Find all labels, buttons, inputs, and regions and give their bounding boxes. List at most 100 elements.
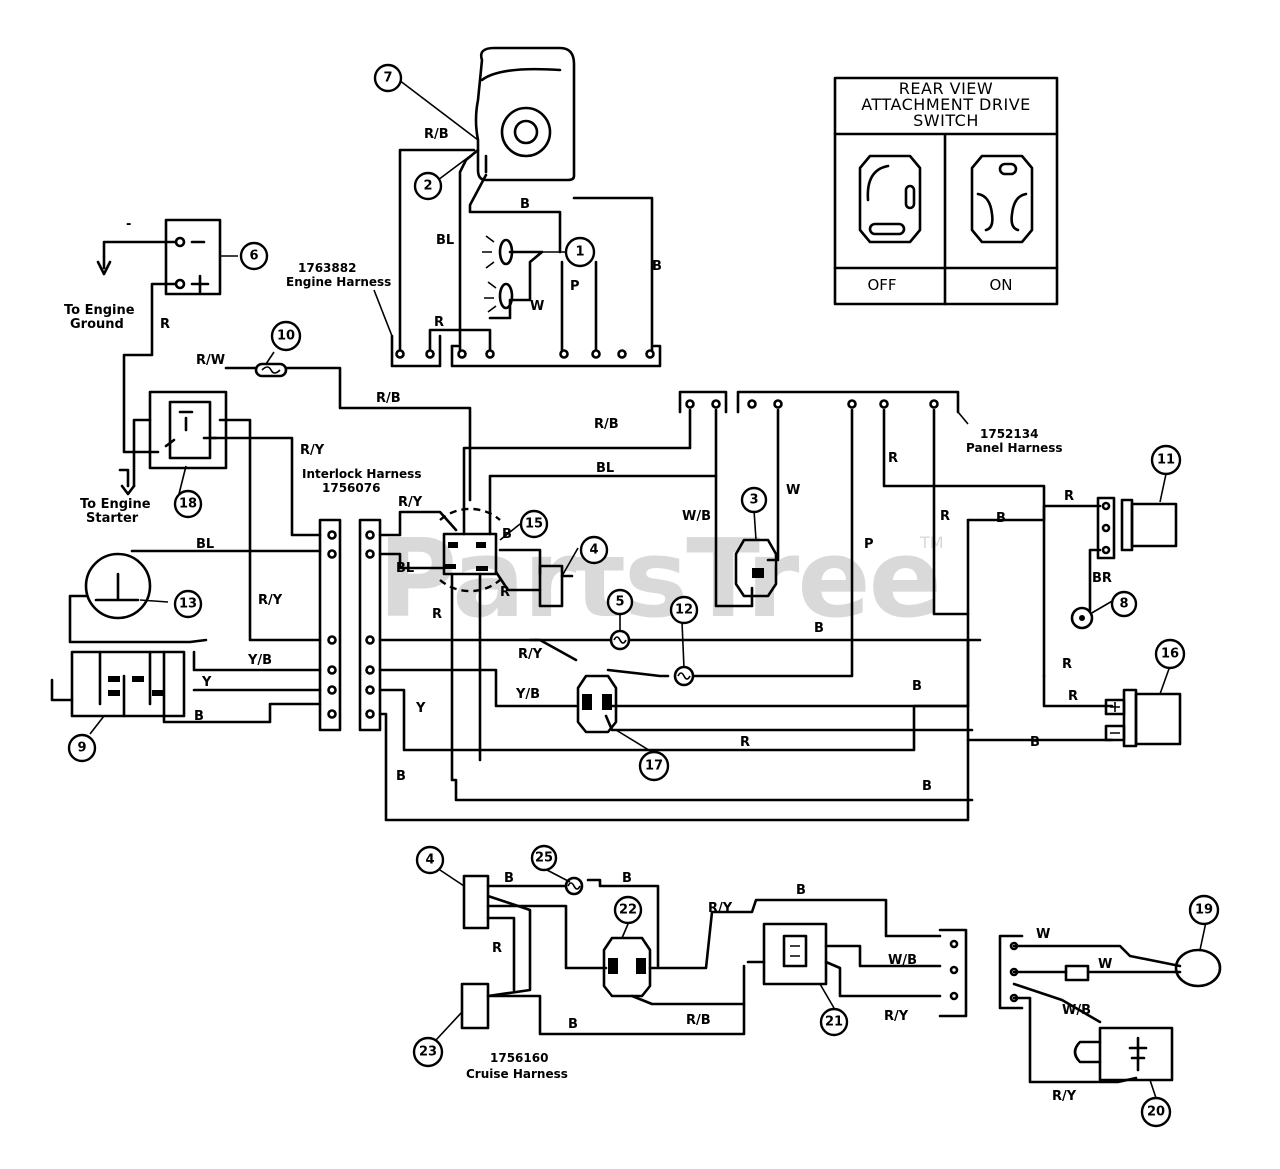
panel-harness-number: 1752134 — [980, 427, 1038, 441]
wire-label: B — [396, 769, 406, 784]
callout-4: 4 — [589, 543, 598, 558]
wire-label: R/Y — [258, 593, 283, 608]
wire-label: BL — [596, 461, 614, 476]
pto-switch — [50, 650, 322, 724]
panel-harness-connector — [678, 390, 969, 425]
wire-label: BL — [196, 537, 214, 552]
wire-label: W — [1098, 957, 1112, 972]
switch-box-title-3: SWITCH — [913, 111, 979, 130]
engine-starter-note-1: To Engine — [80, 497, 151, 512]
callout-3: 3 — [749, 493, 758, 508]
wire-label: Y/B — [247, 653, 272, 668]
module-4-top — [538, 564, 574, 608]
watermark: PartsTree TM — [378, 517, 944, 642]
module-11 — [1096, 496, 1178, 560]
switch-box-title-1: REAR VIEW — [899, 79, 993, 98]
connector-17 — [576, 674, 618, 734]
callout-22: 22 — [619, 903, 637, 918]
wire-label: R/B — [686, 1013, 711, 1028]
wire-label: R — [888, 451, 898, 466]
wire-label: B — [568, 1017, 578, 1032]
wire-label: B — [502, 527, 512, 542]
starter-solenoid: To Engine Starter — [80, 390, 228, 526]
callout-21: 21 — [825, 1015, 843, 1030]
wire-label: W/B — [1062, 1003, 1091, 1018]
callout-10: 10 — [277, 329, 295, 344]
wire-label: R — [1062, 657, 1072, 672]
callout-4-cruise: 4 — [425, 853, 434, 868]
callout-12: 12 — [675, 603, 693, 618]
interlock-harness-number: 1756076 — [322, 481, 380, 495]
wire-label: R — [1068, 689, 1078, 704]
relay-3 — [734, 538, 778, 598]
wire-label: R — [940, 509, 950, 524]
wire-label: R — [492, 941, 502, 956]
callout-23: 23 — [419, 1045, 437, 1060]
wire-label: R/Y — [708, 901, 733, 916]
cruise-section — [460, 874, 968, 1036]
wire-label: R/B — [594, 417, 619, 432]
cruise-harness-name: Cruise Harness — [466, 1067, 568, 1081]
callout-1: 1 — [575, 245, 584, 260]
wire-label: B — [922, 779, 932, 794]
interlock-harness-name: Interlock Harness — [302, 467, 421, 481]
wire-color-labels: R/B B BL P W B R R/W R/B R R/Y R/B BL R/… — [160, 127, 1112, 1104]
diode-8 — [1070, 606, 1094, 630]
seat-switch — [68, 552, 208, 644]
callout-19: 19 — [1195, 903, 1213, 918]
callout-18: 18 — [179, 497, 197, 512]
wire-label: BL — [396, 561, 414, 576]
switch-on-label: ON — [989, 276, 1012, 294]
callout-15: 15 — [525, 517, 543, 532]
battery: - To Engine Ground — [64, 217, 222, 454]
callout-5: 5 — [615, 595, 624, 610]
lamp-12 — [673, 665, 695, 687]
wire-label: BL — [436, 233, 454, 248]
wire-label: B — [622, 871, 632, 886]
panel-harness-name: Panel Harness — [966, 441, 1063, 455]
wire-label: R — [740, 735, 750, 750]
callout-13: 13 — [179, 597, 197, 612]
wire-label: W — [530, 299, 544, 314]
wire-label: W/B — [682, 509, 711, 524]
wire-label: B — [504, 871, 514, 886]
wire-label: R/Y — [884, 1009, 909, 1024]
attachment-drive-switch-box: REAR VIEW ATTACHMENT DRIVE SWITCH OFF ON — [833, 76, 1059, 306]
wire-label: W — [1036, 927, 1050, 942]
engine-starter-note-2: Starter — [86, 511, 139, 526]
wire-label: W — [786, 483, 800, 498]
callout-11: 11 — [1157, 453, 1175, 468]
wire-label: R — [160, 317, 170, 332]
wire-label: R/B — [376, 391, 401, 406]
callout-16: 16 — [1161, 647, 1179, 662]
callout-25: 25 — [535, 851, 553, 866]
callout-7: 7 — [383, 71, 392, 86]
battery-negative-label: - — [126, 217, 131, 232]
callout-17: 17 — [645, 759, 663, 774]
callout-6: 6 — [249, 249, 258, 264]
wire-label: B — [652, 259, 662, 274]
wire-label: R/Y — [300, 443, 325, 458]
wire-label: B — [1030, 735, 1040, 750]
right-bottom-section — [998, 934, 1222, 1084]
wire-label: R — [432, 607, 442, 622]
lamp-5 — [609, 629, 631, 651]
engine — [474, 46, 576, 182]
wire-label: Y/B — [515, 687, 540, 702]
engine-harness-connector — [390, 334, 662, 368]
callout-8: 8 — [1119, 597, 1128, 612]
callout-2: 2 — [423, 179, 432, 194]
engine-harness-name: Engine Harness — [286, 275, 391, 289]
wire-label: BR — [1092, 571, 1112, 586]
wire-label: R/Y — [518, 647, 543, 662]
watermark-trademark: TM — [919, 533, 944, 552]
harness-labels: 1763882 Engine Harness 1752134 Panel Har… — [286, 261, 1063, 1081]
wire-label: B — [814, 621, 824, 636]
wire-label: R — [434, 315, 444, 330]
engine-ground-note-2: Ground — [70, 317, 124, 332]
callout-20: 20 — [1147, 1105, 1165, 1120]
callout-9: 9 — [77, 741, 86, 756]
fuse — [224, 362, 472, 502]
key-switch — [439, 507, 501, 593]
